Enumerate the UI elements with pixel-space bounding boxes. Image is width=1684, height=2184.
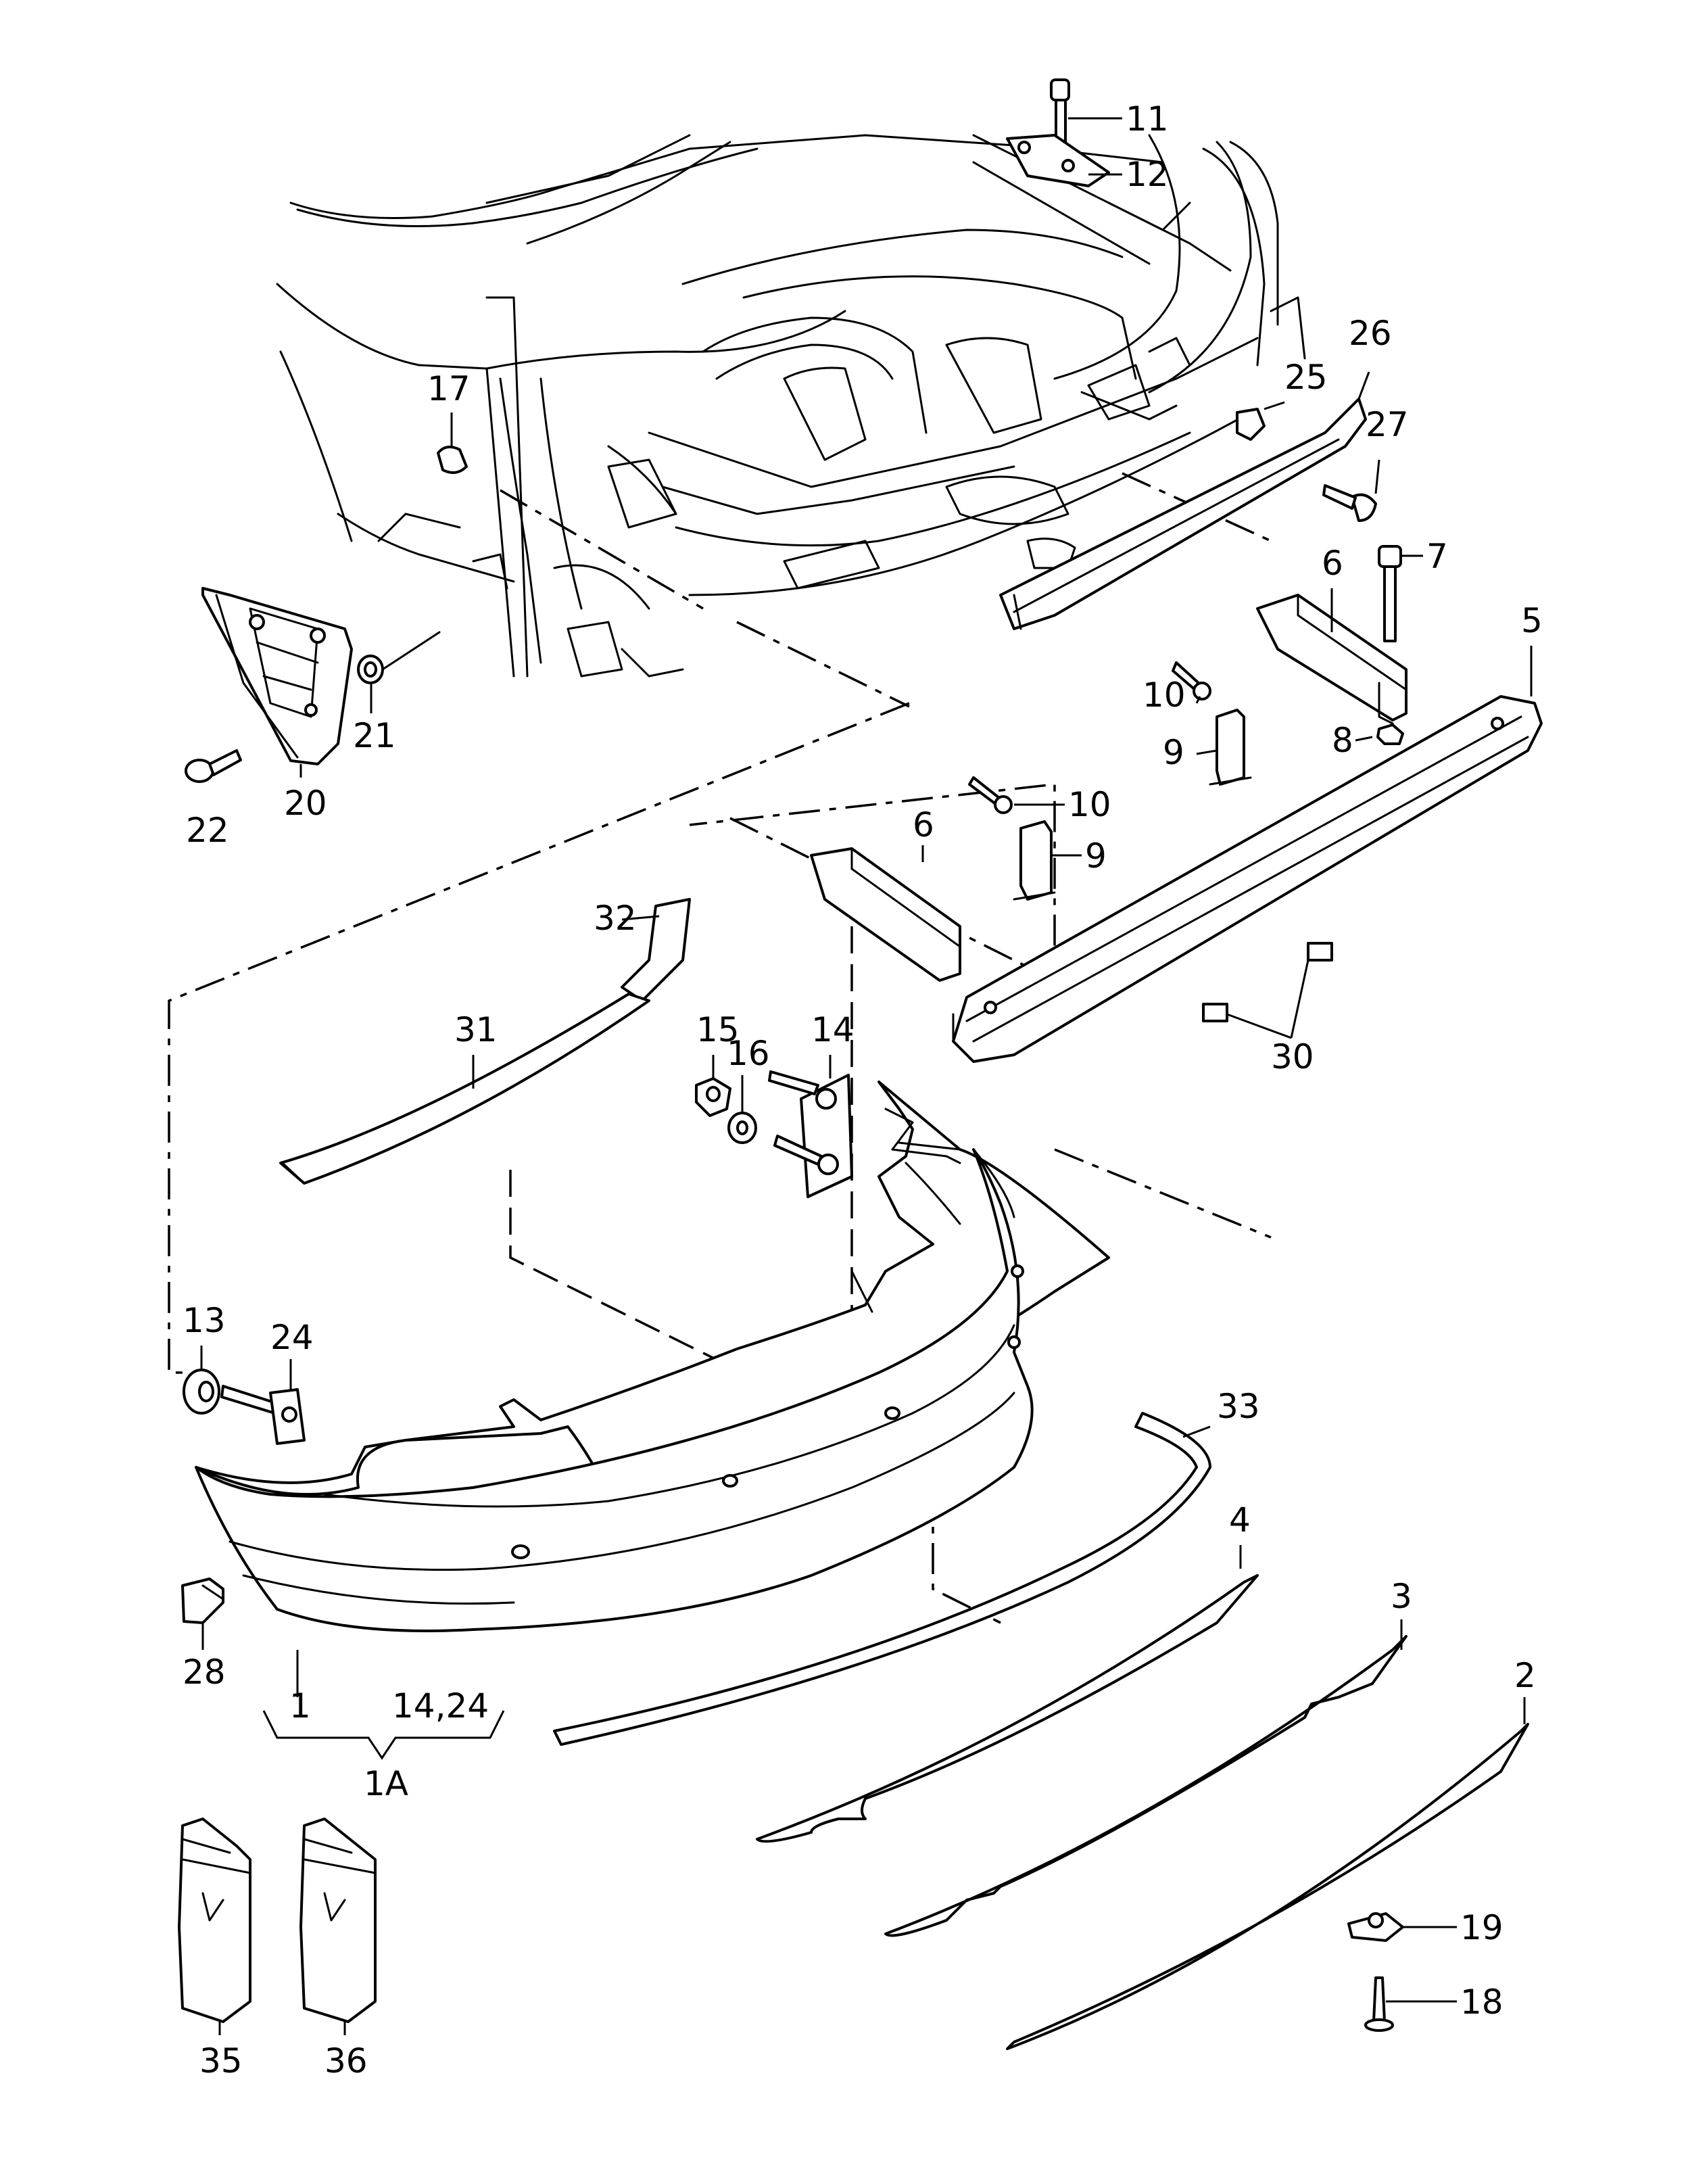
callout-31: 31 <box>454 1010 498 1049</box>
callout-13: 13 <box>183 1301 226 1340</box>
callout-8: 8 <box>1332 721 1353 760</box>
part-21-nut <box>357 631 441 684</box>
part-33-chrome-strip <box>553 1412 1211 1746</box>
callout-3: 3 <box>1391 1577 1412 1616</box>
callout-6-upper: 6 <box>1322 544 1343 583</box>
callout-labels: 11 12 17 20 21 22 25 26 27 7 6 5 8 10 9 … <box>183 99 1543 2081</box>
callout-2: 2 <box>1514 1656 1536 1695</box>
part-18-stud <box>1364 1976 1394 2032</box>
part-10-rivet-left <box>968 776 1013 814</box>
callout-28: 28 <box>183 1653 226 1692</box>
callout-20: 20 <box>284 784 327 823</box>
part-5-impact-carrier <box>952 695 1543 1063</box>
callout-30: 30 <box>1271 1037 1314 1076</box>
callout-10-left: 10 <box>1068 785 1111 824</box>
part-24-screw-bracket <box>220 1385 306 1445</box>
part-28-clip <box>181 1577 224 1624</box>
part-6-lower-bracket <box>810 847 961 982</box>
callout-14-24: 14,24 <box>392 1686 489 1726</box>
part-8-nut <box>1376 723 1404 745</box>
callout-32: 32 <box>594 899 637 938</box>
part-36-repair-bag <box>299 1818 377 2023</box>
callout-14: 14 <box>811 1010 855 1049</box>
callout-21: 21 <box>353 716 396 755</box>
part-17-clip <box>437 446 468 474</box>
callout-36: 36 <box>324 2041 368 2081</box>
part-3-trim <box>884 1635 1408 1937</box>
callout-19: 19 <box>1460 1908 1503 1947</box>
callout-leaders <box>200 117 1533 2035</box>
callout-16: 16 <box>727 1034 770 1073</box>
callout-27: 27 <box>1366 405 1409 444</box>
part-10-rivet-right <box>1172 661 1211 701</box>
part-14-mounting-bracket <box>768 1070 853 1198</box>
callout-12: 12 <box>1126 155 1169 194</box>
callout-17: 17 <box>427 369 471 408</box>
part-25-clip <box>1236 408 1266 441</box>
part-27-screw <box>1322 484 1377 522</box>
part-13-washer <box>183 1369 220 1415</box>
vehicle-rear-body-shell <box>276 134 1306 678</box>
part-4-trim <box>756 1574 1259 1843</box>
part-9-holder-left <box>1013 820 1056 901</box>
callout-25: 25 <box>1284 358 1328 397</box>
part-2-trim <box>1006 1723 1529 2050</box>
callout-1A: 1A <box>364 1764 408 1803</box>
part-7-bolt <box>1378 545 1402 642</box>
part-26-trim-strip <box>999 398 1367 630</box>
callout-22: 22 <box>186 811 229 850</box>
callout-11: 11 <box>1126 99 1169 139</box>
part-1-bumper-cover <box>195 1081 1110 1632</box>
part-9-holder-right <box>1209 709 1252 786</box>
part-35-repair-bag <box>178 1818 251 2023</box>
callout-24: 24 <box>270 1318 314 1357</box>
part-22-screw <box>185 749 242 783</box>
part-30-pads <box>1202 942 1333 1022</box>
part-15-nut <box>695 1077 731 1117</box>
callout-6-lower: 6 <box>913 805 934 845</box>
callout-15: 15 <box>696 1010 740 1049</box>
callout-26: 26 <box>1349 314 1392 353</box>
part-12-plate <box>1006 134 1110 187</box>
callout-9-right: 9 <box>1163 733 1184 772</box>
part-20-guide-bracket <box>201 587 353 765</box>
part-6-upper-bracket <box>1256 594 1408 725</box>
callout-1: 1 <box>289 1686 311 1726</box>
callout-10-right: 10 <box>1142 675 1186 715</box>
part-31-guide-strip <box>279 993 650 1185</box>
callout-33: 33 <box>1217 1387 1260 1426</box>
callout-5: 5 <box>1521 601 1543 640</box>
callout-18: 18 <box>1460 1983 1503 2022</box>
part-19-clip-nut <box>1347 1912 1404 1942</box>
callout-4: 4 <box>1229 1500 1251 1540</box>
callout-7: 7 <box>1426 537 1448 576</box>
part-16-washer <box>727 1112 757 1144</box>
callout-9-left: 9 <box>1085 836 1107 876</box>
callout-35: 35 <box>199 2041 243 2081</box>
